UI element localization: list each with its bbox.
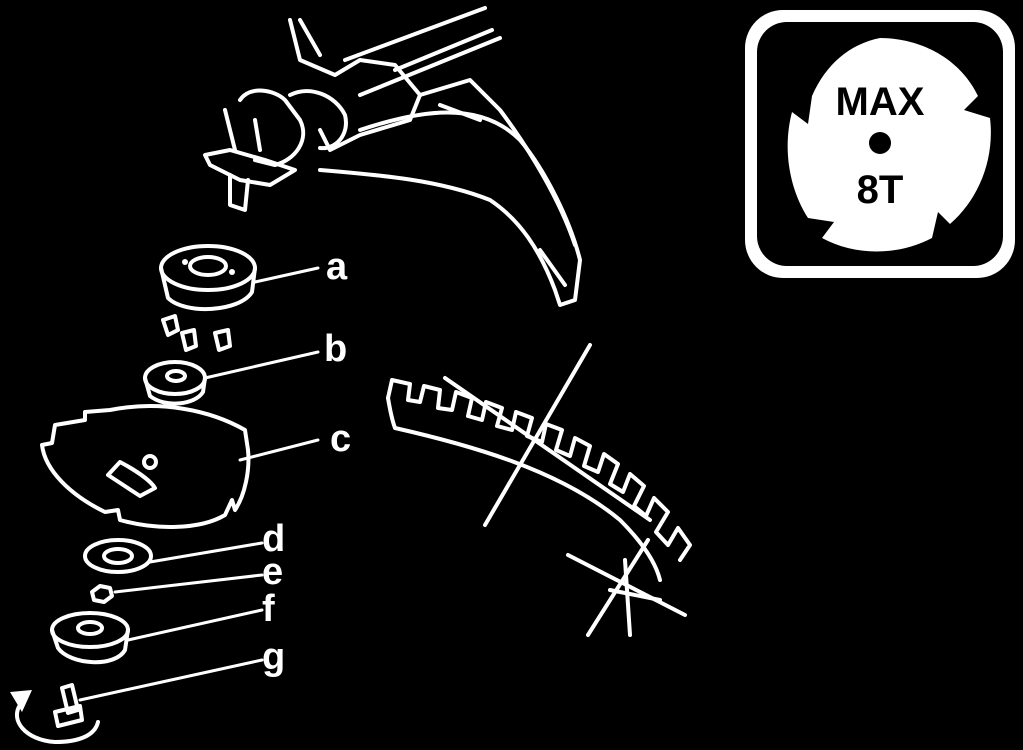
label-part-d: d <box>262 518 286 560</box>
part-e-nut <box>90 573 264 604</box>
part-a-upper-flange <box>159 244 320 312</box>
part-b-washer <box>143 350 320 406</box>
part-d-plate <box>83 538 264 574</box>
label-part-g: g <box>262 636 286 678</box>
tooth-detail-view <box>386 343 692 637</box>
badge-max-text: MAX <box>835 80 925 124</box>
part-f-cup <box>50 608 264 665</box>
rotation-arrow-icon <box>10 690 100 744</box>
mounting-screws <box>161 314 232 352</box>
part-c-blade <box>40 404 320 529</box>
drive-shaft <box>343 6 502 97</box>
part-g-bolt <box>53 658 264 728</box>
max-8t-badge <box>745 10 1015 278</box>
label-part-a: a <box>326 246 348 288</box>
label-part-e: e <box>262 551 284 593</box>
gear-head <box>203 18 422 212</box>
label-part-b: b <box>324 328 348 370</box>
label-part-c: c <box>330 418 352 460</box>
badge-8t-text: 8T <box>856 168 904 212</box>
blade-guard <box>318 78 582 307</box>
label-part-f: f <box>262 588 275 630</box>
